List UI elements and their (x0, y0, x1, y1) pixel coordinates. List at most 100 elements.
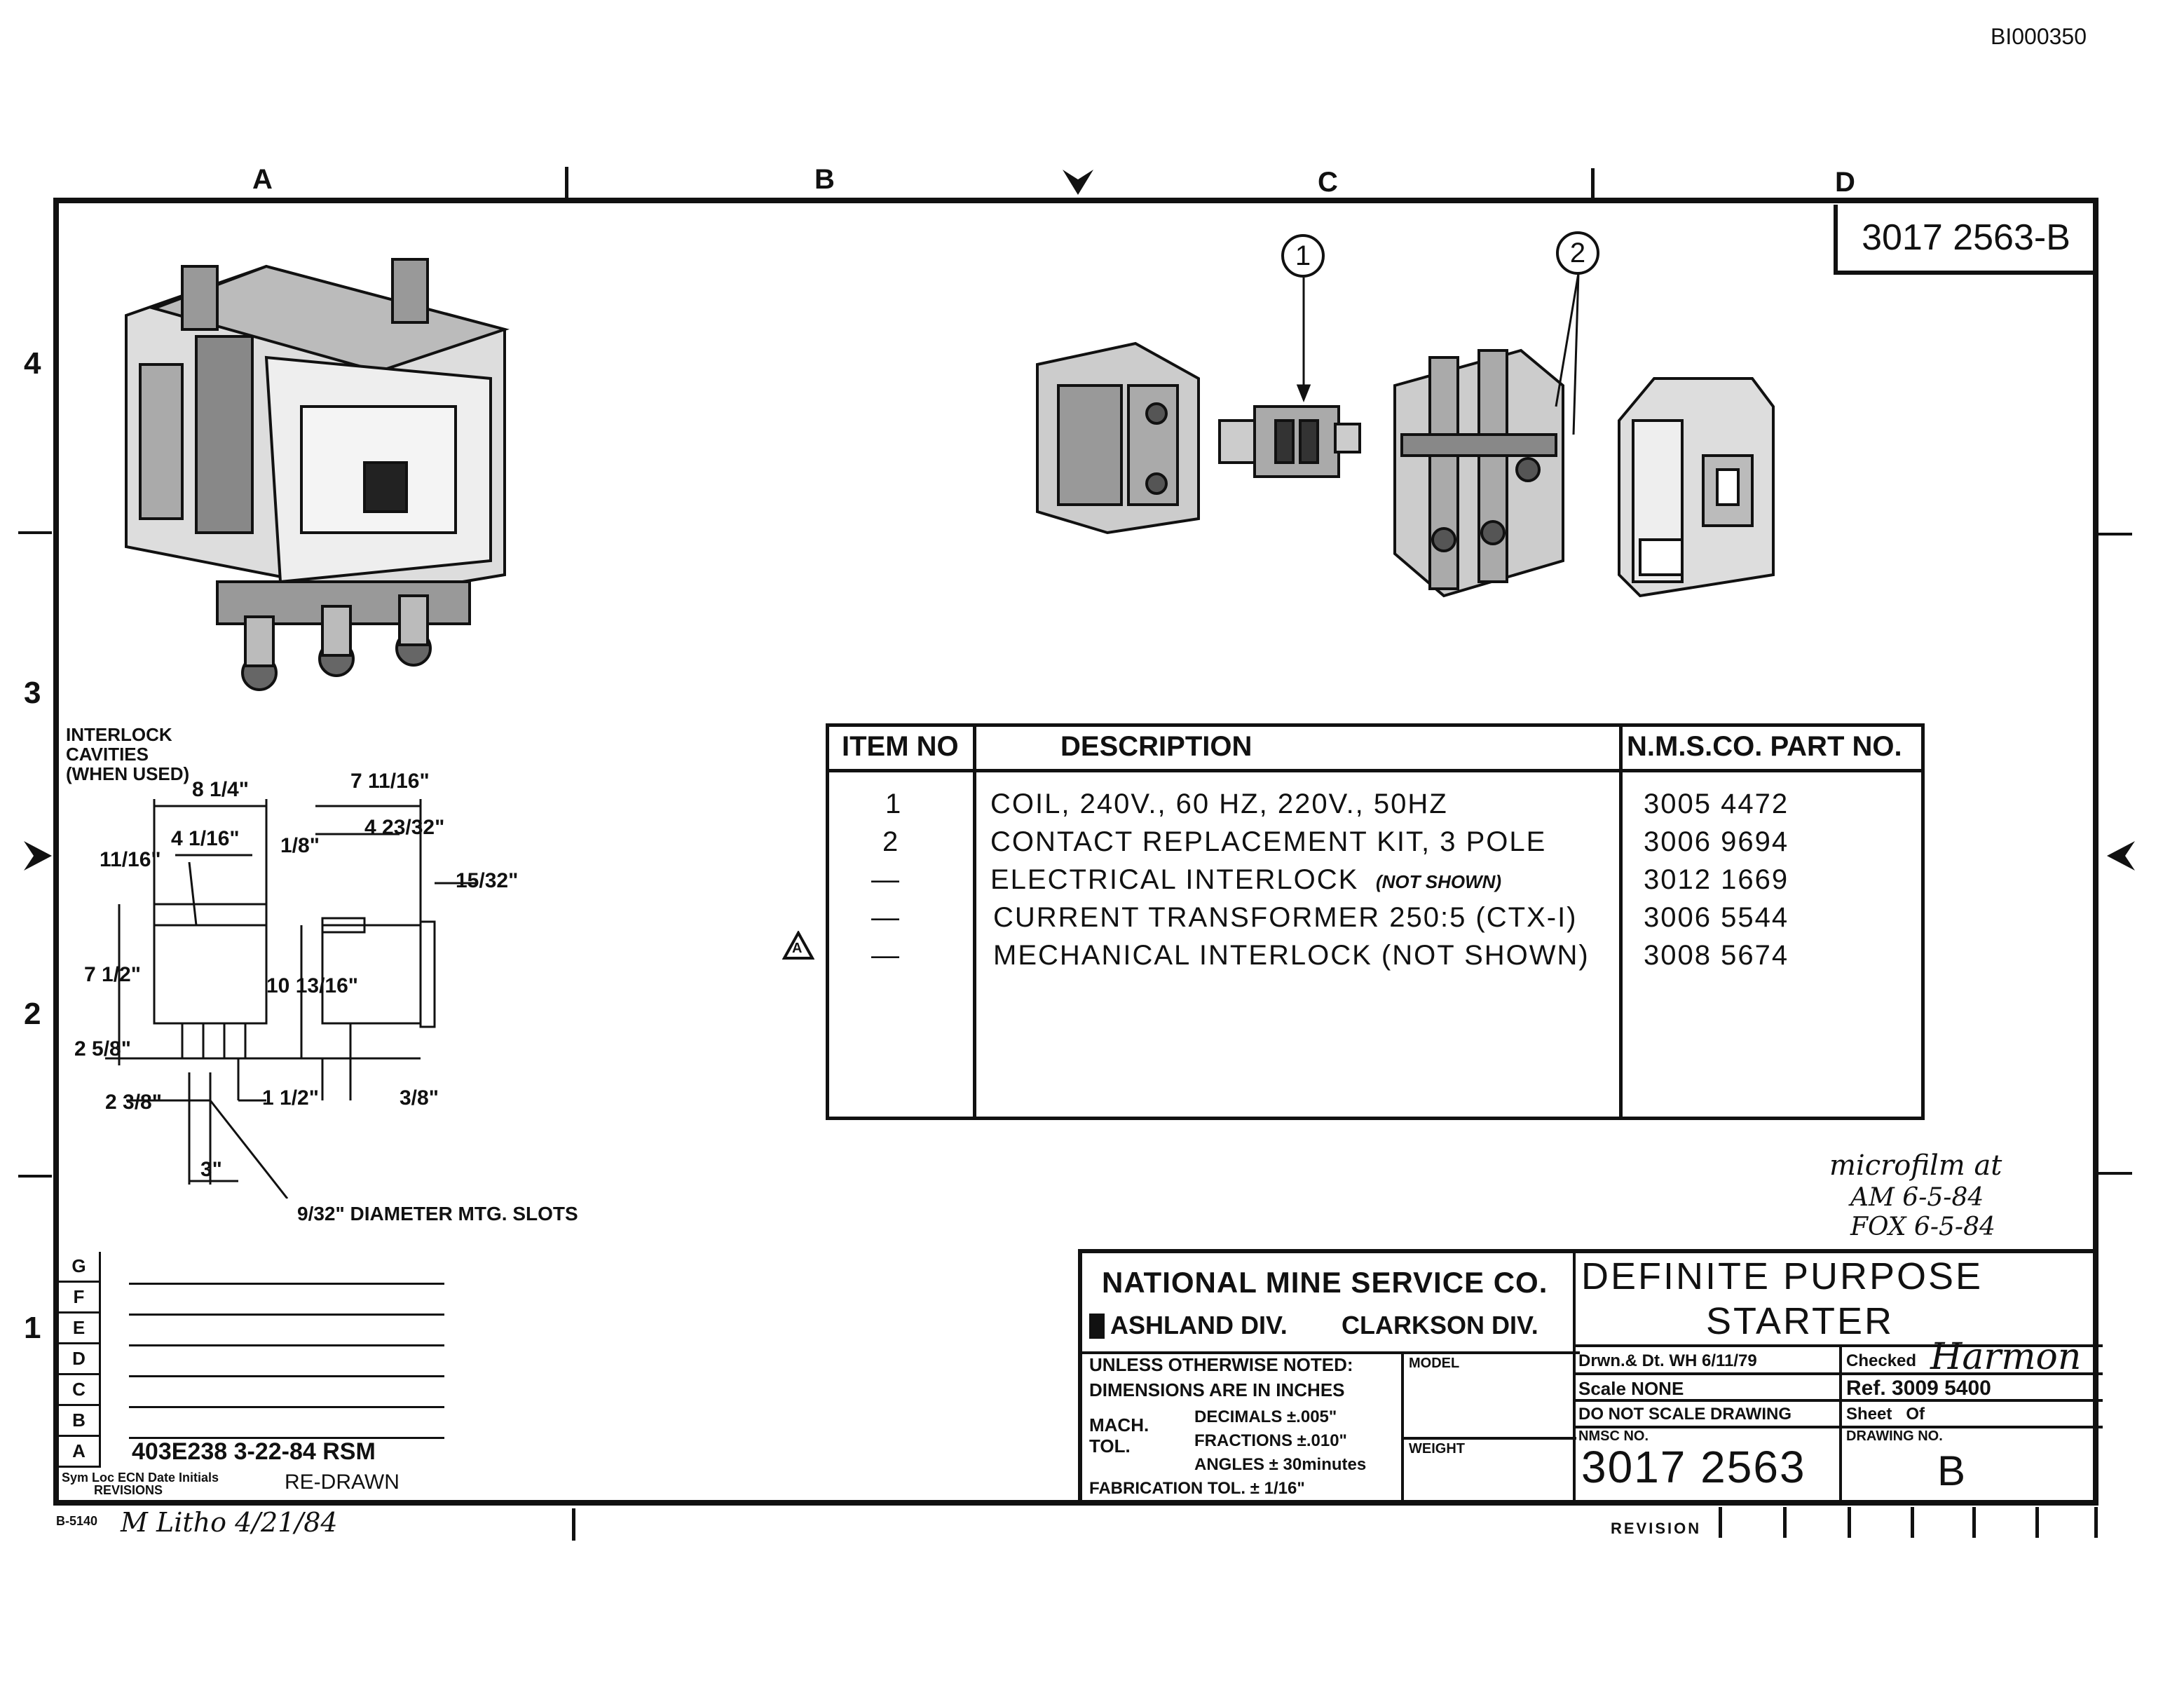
row-1-part-no: 3005 4472 (1644, 789, 1789, 819)
row-3-part-no: 3012 1669 (1644, 864, 1789, 895)
coil-housing-illustration (1036, 341, 1200, 535)
dim-top-offset: 11/16" (100, 848, 161, 871)
rev-line (129, 1344, 444, 1346)
drawing-frame (53, 198, 2098, 1506)
drawn-by: Drwn.& Dt. WH 6/11/79 (1578, 1351, 1757, 1370)
header-part-no: N.M.S.CO. PART NO. (1627, 731, 1902, 762)
dim-side-width: 7 11/16" (350, 770, 430, 793)
title-line2: STARTER (1706, 1300, 1895, 1342)
tb-divider (1573, 1399, 2103, 1402)
document-id: BI000350 (1991, 24, 2087, 49)
form-number: B-5140 (56, 1514, 98, 1528)
revision-tick (2094, 1507, 2098, 1538)
tol-fractions: FRACTIONS ±.010" (1194, 1431, 1347, 1450)
microfilm-note-line2: AM 6-5-84 (1850, 1183, 1984, 1212)
rev-redrawn: RE-DRAWN (285, 1471, 400, 1494)
drawing-no: B (1937, 1447, 1966, 1494)
division-clarkson: CLARKSON DIV. (1342, 1311, 1538, 1339)
tb-divider (1573, 1372, 2103, 1375)
grid-col-b: B (814, 164, 835, 195)
dim-terminal-height: 2 5/8" (74, 1037, 131, 1060)
rev-row-g: G (59, 1252, 101, 1283)
tb-divider (1573, 1253, 1576, 1501)
tol-decimals: DECIMALS ±.005" (1194, 1407, 1337, 1426)
do-not-scale: DO NOT SCALE DRAWING (1578, 1405, 1791, 1424)
table-col-divider (973, 727, 976, 1117)
revisions-block: G F E D C B A (59, 1252, 444, 1490)
rev-entry-a: 403E238 3-22-84 RSM (132, 1438, 376, 1465)
row-5-part-no: 3008 5674 (1644, 940, 1789, 971)
rev-line (129, 1437, 444, 1439)
rev-line (129, 1283, 444, 1285)
dim-slot-spacing: 2 3/8" (105, 1091, 162, 1114)
scale: Scale NONE (1578, 1378, 1684, 1399)
rev-line (129, 1314, 444, 1316)
row-3-item: — (871, 864, 901, 895)
interlock-cavities-label: INTERLOCK CAVITIES (WHEN USED) (66, 724, 190, 784)
title-block: NATIONAL MINE SERVICE CO. ASHLAND DIV. C… (1078, 1249, 2103, 1506)
coil-illustration (1218, 405, 1361, 478)
enclosure-cover-illustration (1618, 377, 1775, 598)
balloon-item-1: 1 (1281, 234, 1325, 278)
grid-tick (2098, 533, 2132, 535)
microfilm-note-line3: FOX 6-5-84 (1850, 1213, 1995, 1241)
row-2-part-no: 3006 9694 (1644, 826, 1789, 857)
title-line1: DEFINITE PURPOSE (1581, 1255, 1984, 1297)
litho-note: M Litho 4/21/84 (121, 1507, 338, 1538)
table-col-divider (1619, 727, 1623, 1117)
row-5-item: — (871, 940, 901, 971)
tb-divider (1401, 1437, 1576, 1440)
revision-tick (1783, 1507, 1787, 1538)
rev-row-d: D (59, 1344, 101, 1375)
dim-slot-width: 3" (200, 1158, 222, 1181)
table-header-divider (829, 769, 1921, 772)
row-1-description: COIL, 240V., 60 HZ, 220V., 50HZ (990, 789, 1448, 819)
row-4-description: CURRENT TRANSFORMER 250:5 (CTX-I) (993, 902, 1578, 933)
rev-footer-labels: Sym Loc ECN Date Initials (62, 1471, 219, 1485)
revision-tick (2035, 1507, 2039, 1538)
rev-row-a: A (59, 1437, 101, 1468)
grid-row-3: 3 (24, 676, 41, 710)
row-3-note: (NOT SHOWN) (1376, 871, 1502, 892)
grid-col-c: C (1318, 167, 1338, 198)
contact-kit-illustration (1393, 348, 1564, 598)
tb-divider (1573, 1344, 2103, 1347)
row-4-part-no: 3006 5544 (1644, 902, 1789, 933)
row-1-item: 1 (885, 789, 903, 819)
tb-divider (1839, 1344, 1842, 1501)
dim-side-lip: 15/32" (456, 869, 519, 892)
revision-tick (1719, 1507, 1722, 1538)
dimension-drawing (105, 799, 477, 1199)
starter-assembly-illustration (125, 258, 510, 691)
row-4-item: — (871, 902, 901, 933)
parts-list-table: ITEM NO DESCRIPTION N.M.S.CO. PART NO. 1… (826, 723, 1925, 1120)
tol-mach: MACH. TOL. (1089, 1414, 1149, 1457)
dim-overall-height: 10 13/16" (266, 974, 359, 997)
rev-row-e: E (59, 1314, 101, 1344)
tb-divider (1401, 1351, 1404, 1501)
tb-divider (1573, 1426, 2103, 1428)
tol-fabrication: FABRICATION TOL. ± 1/16" (1089, 1479, 1305, 1498)
tol-note2: DIMENSIONS ARE IN INCHES (1089, 1379, 1345, 1400)
revision-triangle (782, 931, 814, 960)
grid-tick (2098, 1172, 2132, 1175)
grid-row-2: 2 (24, 997, 41, 1031)
rev-line (129, 1375, 444, 1377)
dim-center-width: 4 1/16" (171, 827, 240, 850)
microfilm-note-line1: microfilm at (1829, 1150, 2002, 1182)
dim-small-offset: 1/8" (280, 834, 320, 857)
balloon-leaders (1296, 273, 1580, 435)
reference: Ref. 3009 5400 (1846, 1377, 1991, 1400)
dim-side-slot: 3/8" (400, 1086, 439, 1110)
grid-row-1: 1 (24, 1311, 41, 1345)
tb-divider (1082, 1351, 1580, 1354)
mounting-slots-label: 9/32" DIAMETER MTG. SLOTS (297, 1203, 578, 1224)
row-3-description: ELECTRICAL INTERLOCK (990, 864, 1359, 895)
revision-tick (1848, 1507, 1851, 1538)
rev-line (129, 1406, 444, 1408)
revision-label: REVISION (1611, 1520, 1702, 1537)
checked-label: Checked (1846, 1351, 1917, 1370)
sheet-label: Sheet Of (1846, 1405, 1925, 1424)
center-arrow-top (1063, 170, 1093, 195)
company-name: NATIONAL MINE SERVICE CO. (1102, 1266, 1548, 1299)
